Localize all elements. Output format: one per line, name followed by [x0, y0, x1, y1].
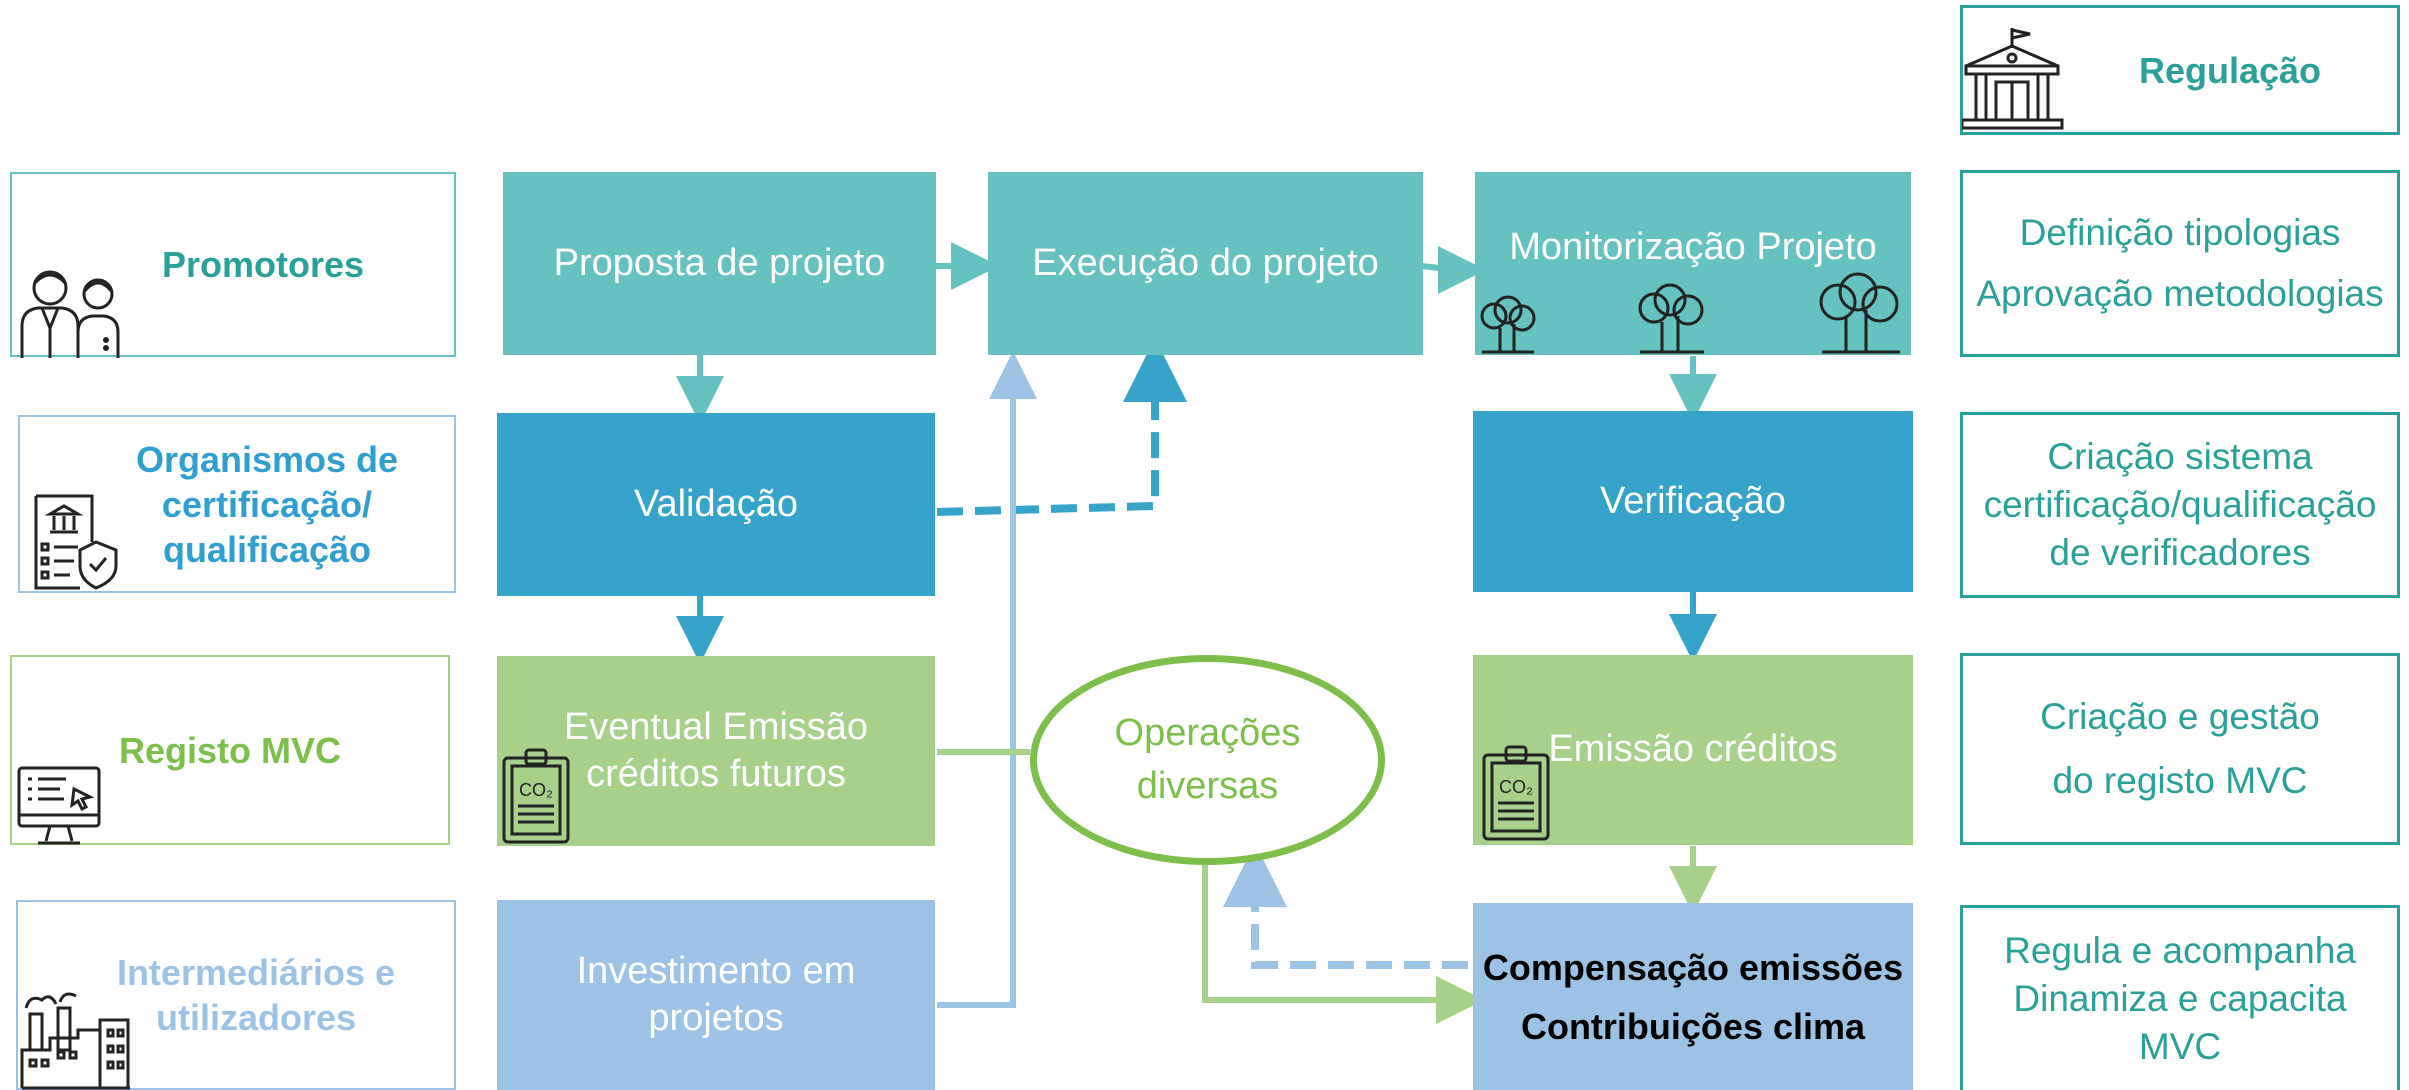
government-building-icon [1962, 28, 2064, 130]
box-verificacao: Verificação [1473, 411, 1913, 592]
actor-registo: Registo MVC [10, 655, 450, 845]
regulation-header: Regulação [1960, 5, 2400, 135]
arrow-execucao-monitorizacao [1421, 246, 1486, 294]
intermediarios-line-2: utilizadores [155, 997, 357, 1038]
r2-line-3: de verificadores [2049, 532, 2311, 574]
execucao-label: Execução do projeto [1032, 241, 1379, 284]
arrow-compensacao-operacoes-dashed [1223, 843, 1468, 969]
arrow-validacao-execucao-dashed [936, 338, 1187, 516]
organismos-line-1: Organismos de [135, 438, 399, 480]
proposta-label: Proposta de projeto [553, 241, 886, 284]
r3-line-2: do registo MVC [2052, 760, 2308, 801]
regulation-box-1: Definição tipologias Aprovação metodolog… [1960, 170, 2400, 357]
verificacao-label: Verificação [1600, 479, 1786, 522]
monitorizacao-label: Monitorização Projeto [1509, 226, 1877, 268]
box-validacao: Validação [497, 413, 935, 596]
co2-clipboard-icon: CO₂ [502, 748, 570, 844]
box-investimento: Investimento em projetos [497, 900, 935, 1090]
investimento-line-2: projetos [648, 997, 784, 1039]
regulation-box-4: Regula e acompanha Dinamiza e capacita M… [1960, 905, 2400, 1090]
compensacao-line-1: Compensação emissões [1482, 946, 1904, 988]
arrow-investimento-execucao [937, 351, 1037, 1008]
computer-icon [17, 766, 101, 845]
r4-line-1: Regula e acompanha [2004, 929, 2356, 971]
operacoes-line-1: Operações [1114, 711, 1301, 754]
actor-promotores-label: Promotores [161, 244, 365, 285]
box-emissao-creditos: Emissão créditos [1473, 655, 1913, 845]
investimento-line-1: Investimento em [576, 949, 856, 992]
actor-registo-label: Registo MVC [118, 729, 341, 771]
certificate-bank-icon [34, 494, 118, 590]
r4-line-3: MVC [2138, 1026, 2222, 1068]
r1-line-2: Aprovação metodologias [1976, 272, 2384, 314]
organismos-line-3: qualificação [162, 528, 372, 570]
r3-line-1: Criação e gestão [2040, 695, 2320, 737]
eventual-line-2: créditos futuros [586, 753, 846, 795]
co2-clipboard-icon: CO₂ [1482, 745, 1550, 841]
co2-text: CO₂ [1499, 777, 1533, 797]
r2-line-2: certificação/qualificação [1983, 483, 2377, 525]
ellipse-operacoes: Operações diversas [1030, 655, 1385, 865]
arrow-operacoes-compensacao [1202, 865, 1484, 1024]
box-compensacao: Compensação emissões Contribuições clima [1473, 903, 1913, 1090]
actor-intermediarios: Intermediários e utilizadores [16, 900, 456, 1090]
regulation-box-3: Criação e gestão do registo MVC [1960, 653, 2400, 845]
r1-line-1: Definição tipologias [2019, 212, 2341, 254]
r4-line-2: Dinamiza e capacita [2013, 977, 2347, 1019]
regulation-box-2: Criação sistema certificação/qualificaçã… [1960, 412, 2400, 598]
r2-line-1: Criação sistema [2047, 435, 2313, 477]
operacoes-line-2: diversas [1136, 765, 1279, 807]
factory-icon [20, 992, 130, 1090]
regulation-title: Regulação [2138, 49, 2322, 91]
co2-text: CO₂ [519, 780, 553, 800]
emissao-label: Emissão créditos [1548, 728, 1838, 771]
trees-icon [1480, 272, 1900, 354]
box-proposta: Proposta de projeto [503, 172, 936, 355]
eventual-line-1: Eventual Emissão [563, 705, 869, 748]
validacao-label: Validação [633, 482, 799, 525]
box-execucao: Execução do projeto [988, 172, 1423, 355]
box-eventual-emissao: Eventual Emissão créditos futuros [497, 656, 935, 846]
compensacao-line-2: Contribuições clima [1520, 1005, 1866, 1047]
intermediarios-line-1: Intermediários e [116, 952, 396, 993]
people-icon [20, 270, 120, 358]
organismos-line-2: certificação/ [161, 483, 373, 525]
actor-promotores: Promotores [10, 172, 456, 357]
